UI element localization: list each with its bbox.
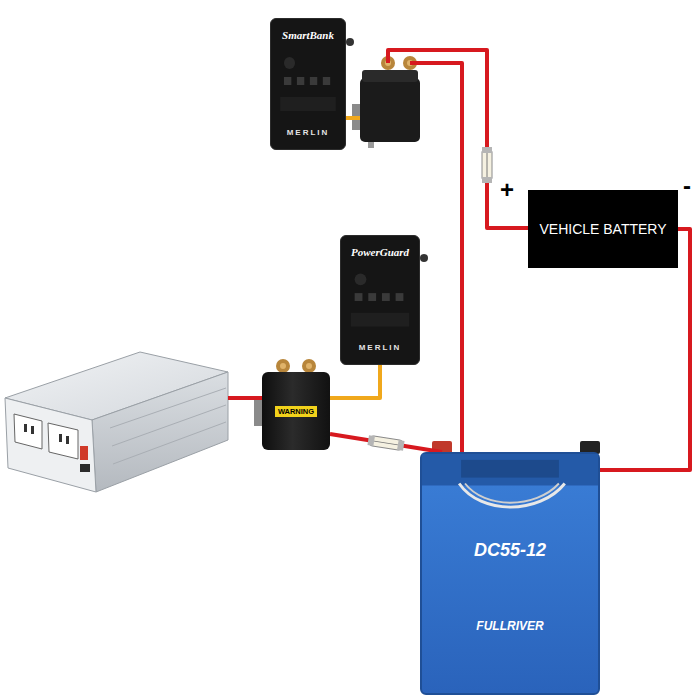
battery-lid: [422, 454, 598, 485]
indicator-led: [368, 293, 376, 301]
battery-label: VEHICLE BATTERY: [539, 221, 666, 237]
inverter: [5, 398, 96, 492]
warning-label: WARNING: [275, 406, 317, 417]
fine-print-area: [351, 313, 410, 327]
polarity-sign: -: [683, 174, 691, 198]
maker-label: MERLIN: [287, 128, 330, 137]
solenoid-terminal: [280, 363, 286, 369]
fuse: [482, 147, 492, 183]
inverter: [113, 422, 226, 464]
indicator-led: [297, 77, 304, 85]
powerguard-unit: PowerGuardMERLIN: [340, 235, 420, 365]
inverter: [31, 426, 34, 434]
inverter: [5, 352, 228, 492]
inverter: [59, 434, 62, 442]
maker-label: FULLRIVER: [476, 619, 543, 633]
power-wire: [330, 434, 442, 452]
solenoid: [362, 70, 418, 82]
label-holder: +: [500, 178, 514, 202]
control-wire: [330, 365, 380, 398]
indicator-led: [382, 293, 390, 301]
brand-label: SmartBank: [282, 29, 334, 41]
unit-knob: [420, 254, 428, 262]
rope-handle: [459, 484, 565, 508]
fuse: [367, 435, 404, 451]
fine-print-area: [280, 97, 336, 111]
solenoid-terminal: [276, 359, 290, 373]
maker-label: MERLIN: [359, 343, 402, 352]
rope-handle: [465, 484, 559, 503]
indicator-led: [396, 293, 404, 301]
indicator-led: [355, 293, 363, 301]
solenoid-terminal: [306, 363, 312, 369]
aux-battery: DC55-12FULLRIVER: [420, 452, 600, 695]
power-wire: [388, 50, 528, 228]
model-label: DC55-12: [474, 540, 546, 561]
label-holder: -: [683, 174, 691, 198]
inverter: [80, 464, 90, 472]
unit-knob: [346, 38, 354, 46]
indicator-led: [323, 77, 330, 85]
control-wire: [346, 116, 360, 120]
indicator-led: [310, 77, 317, 85]
solenoid: [360, 78, 420, 142]
solenoid: [368, 142, 374, 148]
solenoid: [352, 56, 420, 148]
inverter: [66, 436, 69, 444]
inverter: [48, 423, 78, 459]
inverter: [110, 388, 226, 428]
indicator-led: [284, 77, 291, 85]
battery-lid: [422, 454, 598, 693]
sensor-dot: [355, 273, 367, 285]
fuse: [374, 441, 398, 445]
fuse: [482, 149, 492, 181]
battery-top-label: [461, 460, 559, 478]
vehicle-battery-box: VEHICLE BATTERY: [528, 190, 678, 268]
fuse: [487, 153, 488, 177]
fuse: [397, 440, 404, 451]
sensor-dot: [284, 57, 295, 69]
smartbank-unit: SmartBankMERLIN: [270, 18, 346, 150]
inverter: [24, 424, 27, 432]
inverter: [92, 372, 228, 492]
inverter: [80, 446, 88, 460]
solenoid-terminal: [302, 359, 316, 373]
fuse: [482, 147, 492, 153]
polarity-sign: +: [500, 178, 514, 202]
fuse: [367, 435, 374, 446]
control-wire: [346, 116, 360, 120]
solenoid-body: WARNING: [262, 372, 330, 450]
inverter: [14, 414, 42, 449]
unit-knob: [346, 38, 428, 262]
inverter: [112, 405, 226, 446]
fuse: [482, 177, 492, 183]
brand-label: PowerGuard: [351, 246, 409, 258]
power-wire: [228, 396, 262, 400]
